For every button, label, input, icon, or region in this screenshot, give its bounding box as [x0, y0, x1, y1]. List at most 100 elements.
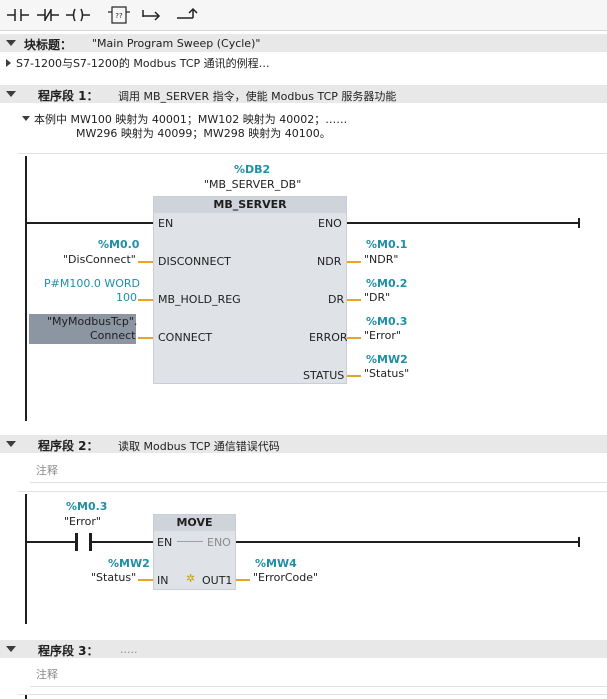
network-1-comment-line-2[interactable]: MW296 映射为 40099；MW298 映射为 40100。: [76, 127, 331, 140]
connect-wire: [138, 337, 153, 339]
pin-dr: DR: [328, 293, 345, 306]
network-1-eno-wire: [346, 222, 579, 224]
pin-en: EN: [158, 217, 174, 230]
ndr-tag[interactable]: "NDR": [364, 253, 399, 266]
dr-address[interactable]: %M0.2: [366, 277, 408, 290]
network-1-header[interactable]: [0, 85, 607, 103]
status-tag[interactable]: "Status": [364, 367, 410, 380]
error-wire: [347, 337, 361, 339]
coil-button[interactable]: [64, 3, 92, 27]
disconnect-wire: [138, 261, 153, 263]
network-1-label: 程序段 1：: [38, 89, 99, 103]
move-in-tag[interactable]: "Status": [91, 571, 137, 584]
collapse-arrow-icon[interactable]: [6, 40, 16, 46]
network-3-power-rail: [25, 695, 27, 699]
network-3-title[interactable]: .....: [120, 643, 138, 656]
network-3-collapse-icon[interactable]: [6, 646, 16, 652]
move-title: MOVE: [154, 515, 235, 531]
pin-error: ERROR: [309, 331, 348, 344]
move-internal-line: [177, 541, 203, 542]
network-1-comment-arrow-icon[interactable]: [22, 116, 30, 121]
block-title-value[interactable]: "Main Program Sweep (Cycle)": [92, 37, 261, 50]
hold-reg-pointer[interactable]: P#M100.0 WORD: [44, 277, 140, 290]
contact-address[interactable]: %M0.3: [66, 500, 108, 513]
network-2-separator: [18, 491, 607, 492]
coil-icon: [66, 8, 90, 22]
ndr-wire: [347, 261, 361, 263]
network-2-comment-box[interactable]: [30, 458, 607, 483]
contact-left-wire: [26, 541, 76, 543]
close-branch-icon: [177, 7, 198, 19]
mb-server-block[interactable]: MB_SERVER: [153, 196, 347, 384]
status-wire: [347, 375, 361, 377]
pin-connect: CONNECT: [158, 331, 213, 344]
move-in-address[interactable]: %MW2: [108, 557, 150, 570]
hold-reg-wire: [138, 299, 153, 301]
mb-server-title: MB_SERVER: [154, 197, 346, 213]
ladder-toolbar: ??: [0, 0, 607, 31]
network-2-right-end: [578, 537, 580, 547]
network-1-comment-line-1[interactable]: 本例中 MW100 映射为 40001；MW102 映射为 40002；……: [34, 113, 348, 126]
pin-disconnect: DISCONNECT: [158, 255, 231, 268]
network-1-collapse-icon[interactable]: [6, 91, 16, 97]
contact-right-wire: [92, 541, 154, 543]
network-2-label: 程序段 2：: [38, 439, 99, 453]
expand-arrow-icon[interactable]: [6, 59, 11, 67]
error-tag[interactable]: "Error": [364, 329, 401, 342]
network-2-collapse-icon[interactable]: [6, 441, 16, 447]
ndr-address[interactable]: %M0.1: [366, 238, 408, 251]
move-out-address[interactable]: %MW4: [255, 557, 297, 570]
dr-wire: [347, 299, 361, 301]
svg-text:??: ??: [115, 12, 123, 20]
network-3-comment-box[interactable]: [30, 662, 607, 687]
connect-param-line-1[interactable]: "MyModbusTcp".: [47, 315, 138, 328]
pin-eno: ENO: [318, 217, 342, 230]
normally-closed-contact-button[interactable]: [34, 3, 62, 27]
disconnect-address[interactable]: %M0.0: [98, 238, 140, 251]
move-out-wire: [236, 579, 250, 581]
network-2-title[interactable]: 读取 Modbus TCP 通信错误代码: [118, 440, 280, 453]
move-pin-in: IN: [157, 574, 169, 587]
disconnect-tag[interactable]: "DisConnect": [63, 253, 136, 266]
contact-left-plate[interactable]: [75, 533, 78, 551]
network-3-separator: [18, 694, 607, 695]
hold-reg-length[interactable]: 100: [116, 291, 137, 304]
move-in-wire: [138, 579, 153, 581]
db-name[interactable]: "MB_SERVER_DB": [204, 178, 302, 191]
network-2-comment[interactable]: 注释: [36, 464, 58, 477]
move-pin-en: EN: [157, 536, 173, 549]
db-address[interactable]: %DB2: [234, 163, 271, 176]
network-1-title[interactable]: 调用 MB_SERVER 指令，使能 Modbus TCP 服务器功能: [118, 90, 397, 103]
error-address[interactable]: %M0.3: [366, 315, 408, 328]
pin-status: STATUS: [303, 369, 345, 382]
block-title-bar[interactable]: [0, 34, 607, 52]
move-pin-out1: OUT1: [202, 574, 233, 587]
open-branch-icon: [142, 10, 161, 21]
network-3-header[interactable]: [0, 640, 607, 658]
empty-box-button[interactable]: ??: [105, 3, 133, 27]
add-output-icon[interactable]: ✲: [186, 572, 196, 585]
network-1-en-wire: [26, 222, 154, 224]
block-comment[interactable]: S7-1200与S7-1200的 Modbus TCP 通讯的例程…: [16, 57, 270, 70]
contact-right-plate[interactable]: [89, 533, 92, 551]
contact-tag[interactable]: "Error": [64, 515, 101, 528]
move-out-tag[interactable]: "ErrorCode": [253, 571, 319, 584]
dr-tag[interactable]: "DR": [364, 291, 391, 304]
normally-open-contact-button[interactable]: [4, 3, 32, 27]
move-pin-eno: ENO: [207, 536, 231, 549]
normally-closed-contact-icon: [37, 9, 59, 21]
network-1-power-rail: [25, 156, 27, 421]
empty-box-icon: ??: [108, 6, 130, 24]
connect-param-line-2[interactable]: Connect: [90, 329, 136, 342]
status-address[interactable]: %MW2: [366, 353, 408, 366]
network-2-header[interactable]: [0, 435, 607, 453]
block-title-label: 块标题：: [24, 38, 73, 52]
pin-mb-hold-reg: MB_HOLD_REG: [158, 293, 241, 306]
move-block[interactable]: MOVE: [153, 514, 236, 590]
close-branch-button[interactable]: [172, 3, 200, 27]
open-branch-button[interactable]: [138, 3, 166, 27]
network-2-power-rail: [25, 494, 27, 624]
network-2-eno-wire: [236, 541, 579, 543]
network-3-comment[interactable]: 注释: [36, 668, 58, 681]
connect-param-highlight[interactable]: [29, 314, 136, 344]
